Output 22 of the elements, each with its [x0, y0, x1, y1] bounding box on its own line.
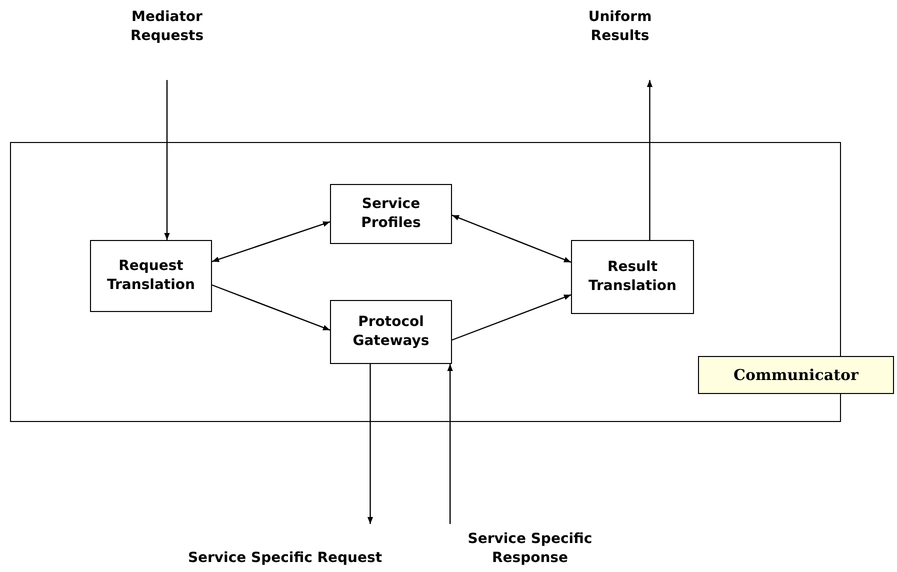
- arrow: [447, 364, 453, 524]
- arrow: [452, 214, 572, 263]
- io-label: Service Specific Request: [188, 549, 382, 568]
- arrow: [452, 294, 572, 341]
- process-box: [90, 240, 212, 312]
- io-label: Service Specific Response: [466, 530, 594, 568]
- node-label: Result Translation: [588, 258, 678, 296]
- arrow: [646, 80, 653, 240]
- node-label: Service Profiles: [360, 195, 422, 233]
- arrow: [367, 364, 374, 524]
- process-box: [330, 300, 452, 364]
- process-box: [571, 240, 694, 314]
- node-label: Protocol Gateways: [352, 313, 430, 351]
- process-box: [330, 184, 452, 244]
- arrow: [212, 221, 330, 262]
- arrow: [212, 284, 330, 331]
- node-label: Communicator: [734, 366, 858, 384]
- io-label: Uniform Results: [587, 8, 653, 46]
- arrow: [164, 80, 170, 240]
- label-box: [698, 356, 894, 394]
- node-label: Request Translation: [106, 257, 196, 295]
- io-label: Mediator Requests: [129, 8, 205, 46]
